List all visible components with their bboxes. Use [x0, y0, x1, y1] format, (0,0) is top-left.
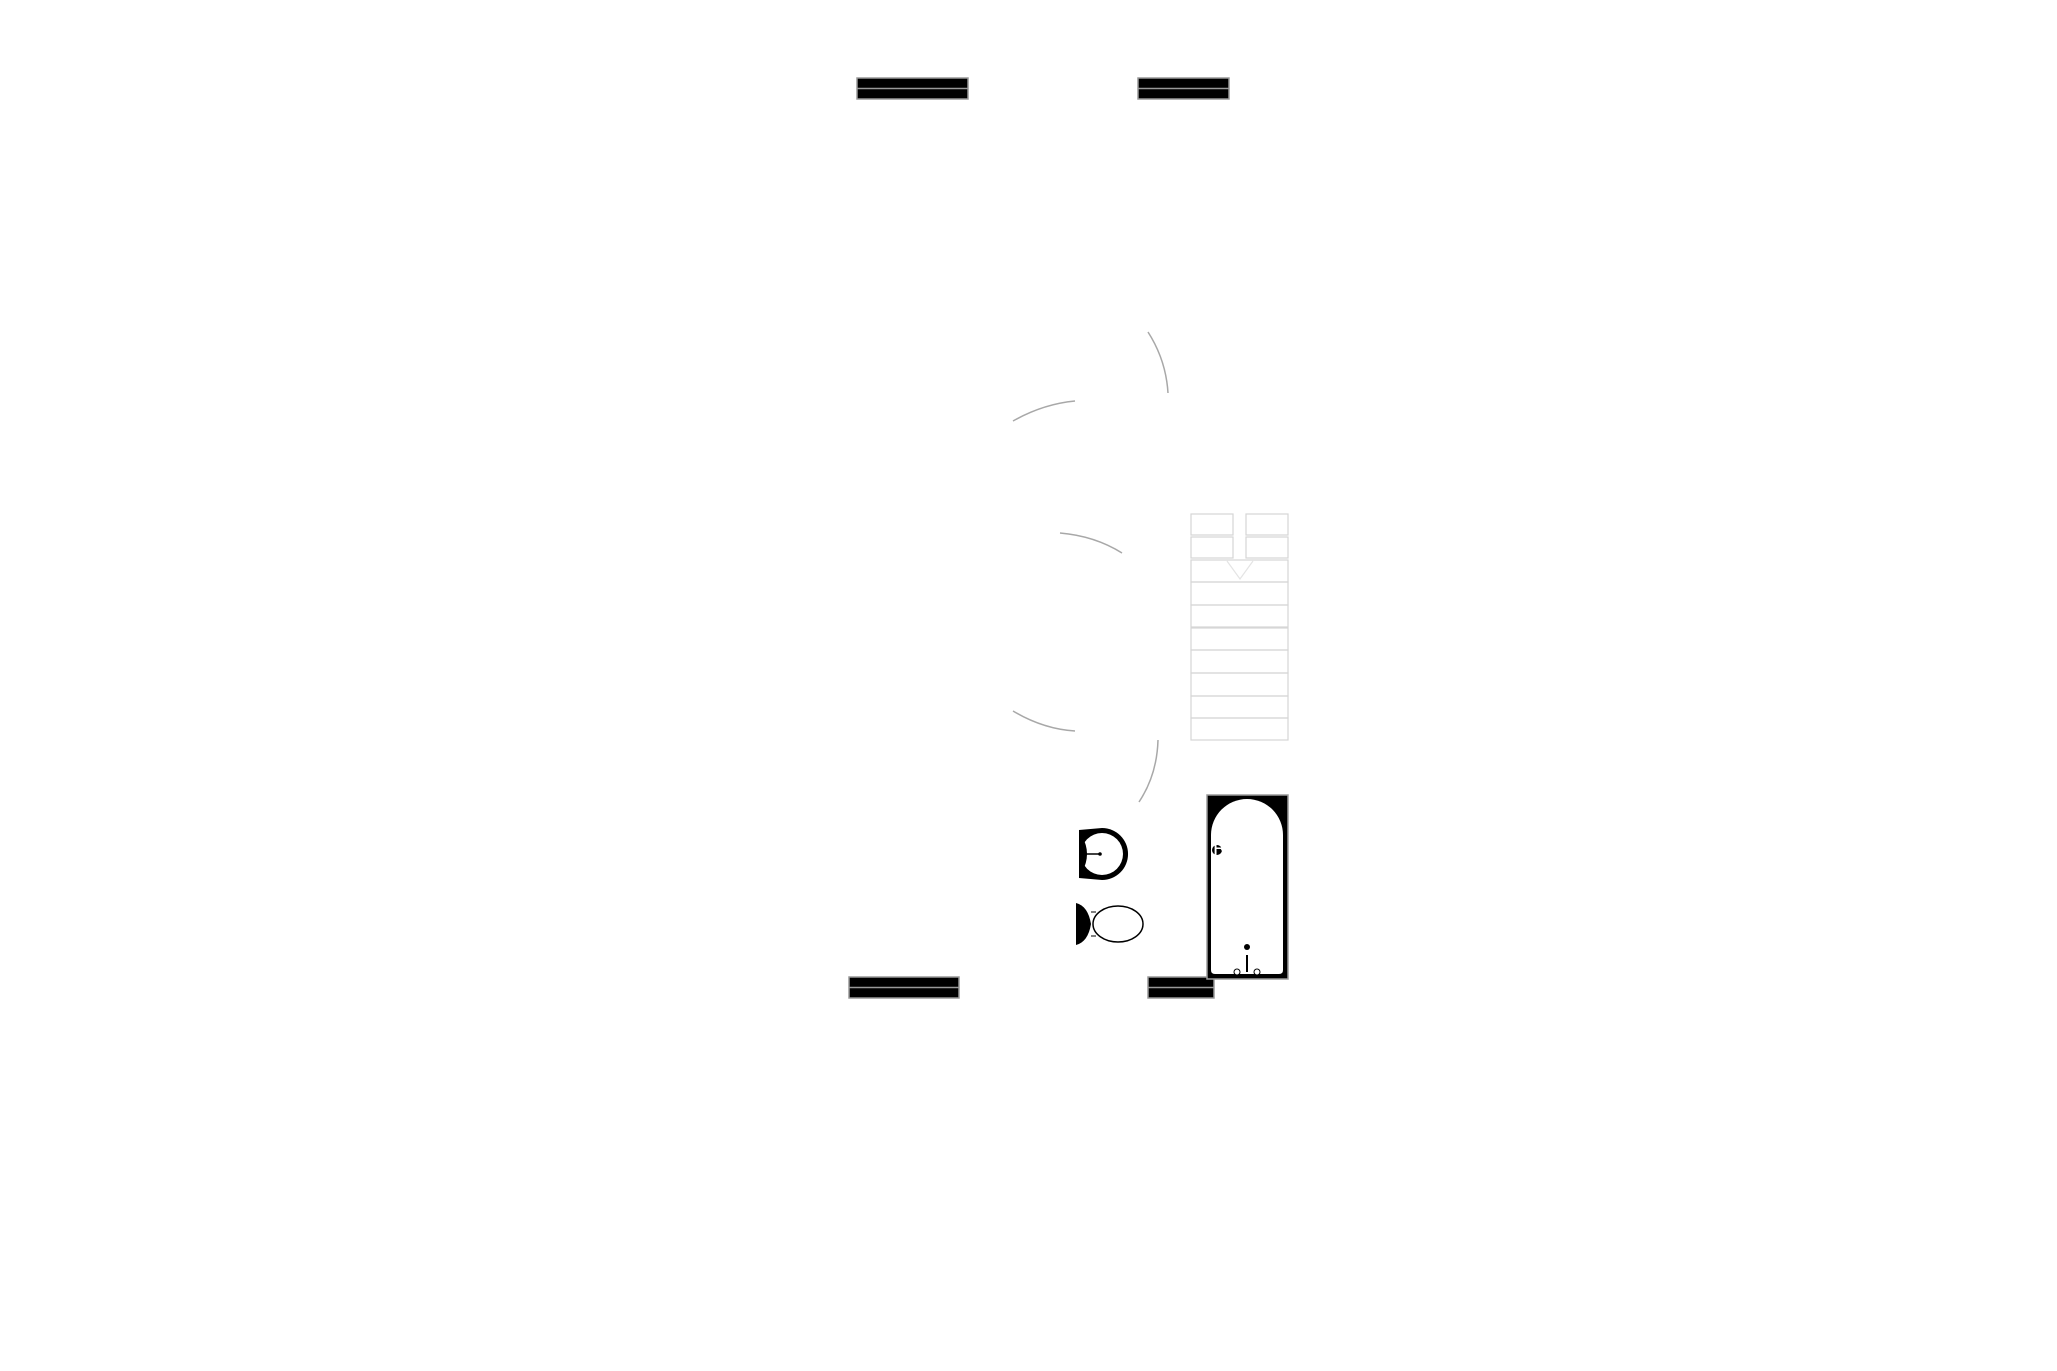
window-top-left — [856, 77, 969, 100]
window-bottom-left — [848, 976, 960, 999]
door-swing-arc — [1059, 532, 1123, 554]
door-swing-arc — [1147, 331, 1169, 394]
door-swing-arc — [1138, 739, 1159, 803]
room-label-line: ROOM — [1213, 838, 1276, 860]
staircase — [1190, 513, 1289, 741]
stair-direction-arrow-icon — [1226, 560, 1254, 581]
door-swing-arc — [1012, 400, 1076, 422]
window-bottom-right — [1147, 976, 1215, 999]
door-swing-arc — [1012, 710, 1076, 732]
window-top-right — [1137, 77, 1230, 100]
room-label-line: 2.10m — [1213, 876, 1269, 898]
toilet — [1076, 903, 1144, 945]
room-label-line: 12" — [1213, 857, 1243, 879]
room-label: ROOM 12" 2.10m — [1213, 838, 1276, 898]
bathtub — [1206, 794, 1289, 980]
sink — [1079, 827, 1129, 880]
